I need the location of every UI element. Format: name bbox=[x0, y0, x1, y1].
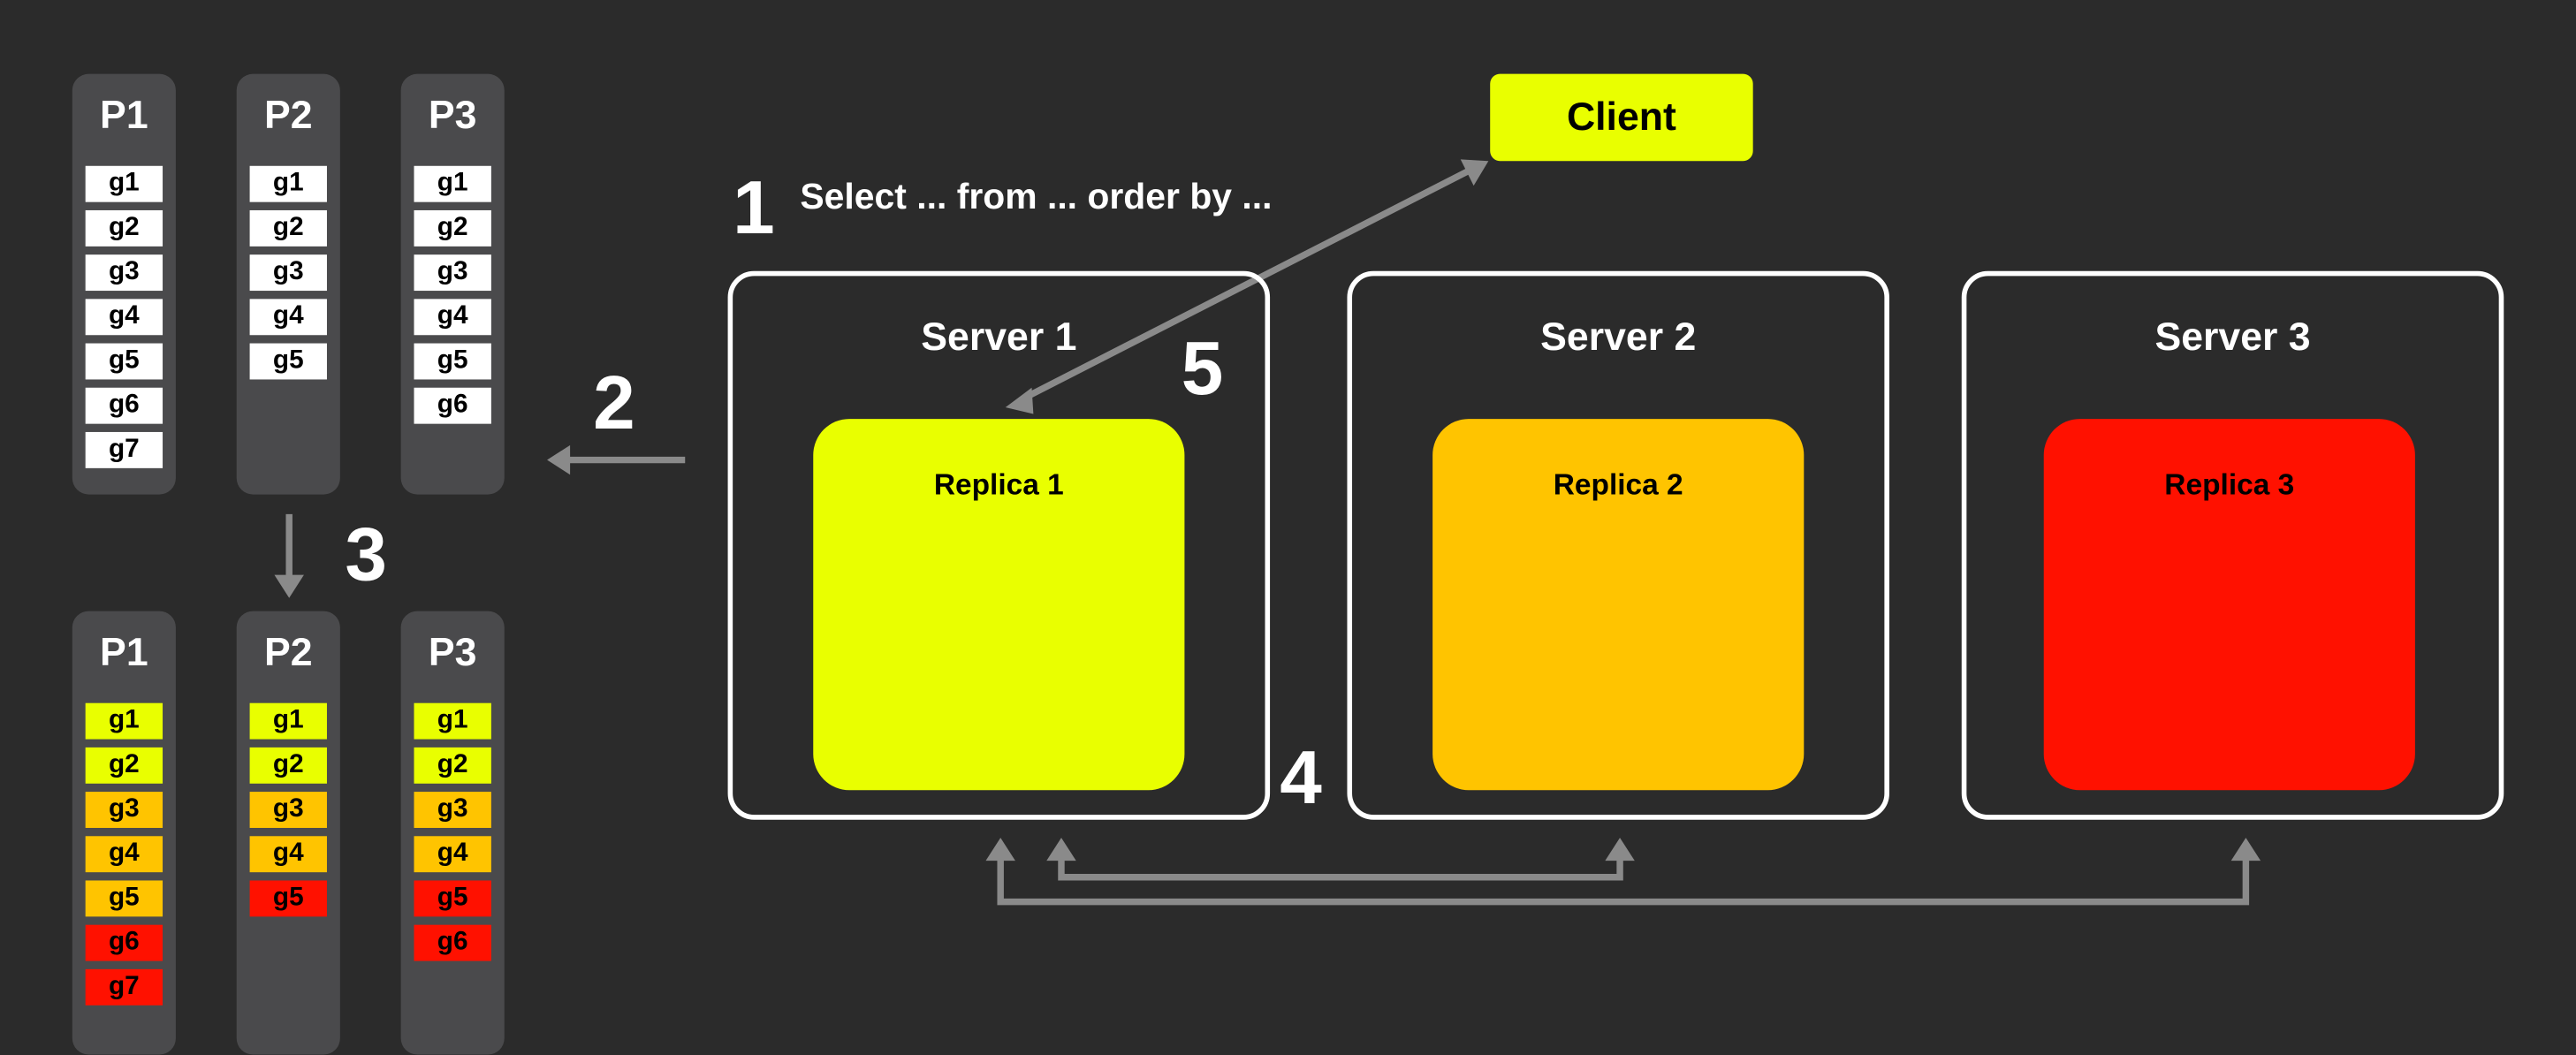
query-text: Select ... from ... order by ... bbox=[800, 175, 1273, 217]
replica-2-box: Replica 2 bbox=[1432, 419, 1805, 791]
step-1-label: 1 bbox=[733, 163, 775, 250]
granule-cell: g6 bbox=[414, 924, 491, 961]
server-1-box: Server 1 Replica 1 bbox=[727, 270, 1271, 820]
partition-title: P1 bbox=[100, 93, 148, 139]
server-title: Server 3 bbox=[2154, 315, 2311, 361]
granule-cell: g6 bbox=[85, 924, 163, 961]
granule-cell: g1 bbox=[414, 702, 491, 740]
partition-column-top-p2: P2 g1 g2 g3 g4 g5 bbox=[236, 73, 340, 495]
granule-cell: g4 bbox=[85, 836, 163, 873]
step-2-label: 2 bbox=[593, 360, 635, 445]
granule-cell: g6 bbox=[414, 387, 491, 424]
server-title: Server 1 bbox=[921, 315, 1077, 361]
granule-cell: g5 bbox=[414, 343, 491, 380]
arrow-step-2 bbox=[547, 444, 686, 475]
replica-3-box: Replica 3 bbox=[2043, 419, 2415, 791]
partition-title: P2 bbox=[263, 93, 313, 139]
granule-cell: g2 bbox=[414, 747, 491, 784]
replica-label: Replica 2 bbox=[1553, 467, 1683, 502]
granule-cell: g3 bbox=[414, 792, 491, 828]
granule-cell: g1 bbox=[249, 165, 327, 202]
arrows-step-4 bbox=[985, 838, 2261, 906]
granule-cell: g5 bbox=[85, 343, 163, 380]
granule-cell: g4 bbox=[414, 299, 491, 336]
granule-cell: g4 bbox=[249, 836, 327, 873]
granule-cell: g4 bbox=[249, 299, 327, 336]
step-4-label: 4 bbox=[1280, 734, 1322, 820]
granule-cell: g2 bbox=[249, 209, 327, 247]
partition-title: P1 bbox=[100, 630, 148, 676]
partition-title: P3 bbox=[428, 630, 477, 676]
granule-cell: g3 bbox=[249, 792, 327, 828]
partition-column-top-p3: P3 g1 g2 g3 g4 g5 g6 bbox=[400, 73, 505, 495]
granule-cell: g1 bbox=[249, 702, 327, 740]
client-box: Client bbox=[1490, 73, 1753, 162]
granule-cell: g1 bbox=[85, 165, 163, 202]
replica-label: Replica 3 bbox=[2164, 467, 2295, 502]
partition-column-bottom-p3: P3 g1 g2 g3 g4 g5 g6 bbox=[400, 611, 505, 1055]
diagram-stage: P1 g1 g2 g3 g4 g5 g6 g7 P2 g1 g2 g3 g4 g5 P3 g1 g2 g… bbox=[72, 73, 2504, 1055]
granule-cell: g5 bbox=[249, 343, 327, 380]
granule-cell: g2 bbox=[85, 209, 163, 247]
granule-cell: g4 bbox=[85, 299, 163, 336]
partition-title: P2 bbox=[263, 630, 313, 676]
server-2-box: Server 2 Replica 2 bbox=[1347, 270, 1889, 820]
granule-cell: g3 bbox=[85, 792, 163, 828]
granule-cell: g2 bbox=[414, 209, 491, 247]
granule-cell: g3 bbox=[85, 254, 163, 292]
granule-cell: g2 bbox=[85, 747, 163, 784]
step-5-label: 5 bbox=[1181, 325, 1224, 411]
granule-cell: g7 bbox=[85, 968, 163, 1006]
server-title: Server 2 bbox=[1540, 315, 1697, 361]
replica-label: Replica 1 bbox=[933, 467, 1064, 502]
partition-column-bottom-p1: P1 g1 g2 g3 g4 g5 g6 g7 bbox=[72, 611, 176, 1055]
partition-title: P3 bbox=[428, 93, 477, 139]
server-3-box: Server 3 Replica 3 bbox=[1961, 270, 2504, 820]
granule-cell: g6 bbox=[85, 387, 163, 424]
granule-cell: g2 bbox=[249, 747, 327, 784]
arrow-step-3 bbox=[274, 513, 304, 598]
granule-cell: g5 bbox=[85, 880, 163, 917]
replica-1-box: Replica 1 bbox=[813, 419, 1185, 791]
step-3-label: 3 bbox=[345, 511, 387, 596]
granule-cell: g5 bbox=[249, 880, 327, 917]
granule-cell: g3 bbox=[249, 254, 327, 292]
granule-cell: g5 bbox=[414, 880, 491, 917]
partition-column-top-p1: P1 g1 g2 g3 g4 g5 g6 g7 bbox=[72, 73, 176, 495]
partition-column-bottom-p2: P2 g1 g2 g3 g4 g5 bbox=[236, 611, 340, 1055]
granule-cell: g1 bbox=[85, 702, 163, 740]
diagram-canvas: P1 g1 g2 g3 g4 g5 g6 g7 P2 g1 g2 g3 g4 g5 P3 g1 g2 g… bbox=[72, 73, 2504, 1055]
granule-cell: g7 bbox=[85, 431, 163, 468]
arrows-layer bbox=[274, 159, 2261, 906]
granule-cell: g4 bbox=[414, 836, 491, 873]
granule-cell: g3 bbox=[414, 254, 491, 292]
granule-cell: g1 bbox=[414, 165, 491, 202]
